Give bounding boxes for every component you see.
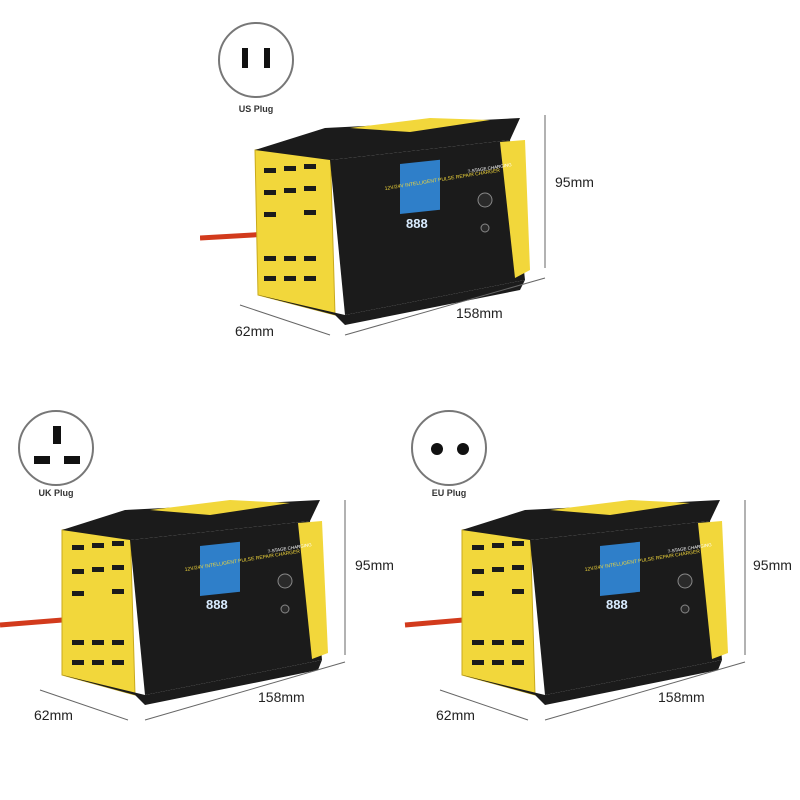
stage-label: 7-STAGE CHARGING	[467, 162, 512, 174]
plug-label: US Plug	[238, 104, 274, 114]
product-panel-eu: EU Plug 888 12V/24V INTELLIGENT PULSE RE…	[400, 400, 800, 800]
charger-image: 888 12V/24V INTELLIGENT PULSE REPAIR CHA…	[404, 500, 728, 705]
lcd-digits: 888	[206, 597, 228, 612]
height-label: 95mm	[753, 557, 792, 573]
length-label: 158mm	[658, 689, 705, 705]
height-label: 95mm	[555, 174, 594, 190]
plug-label: UK Plug	[38, 488, 74, 498]
product-panel-uk: UK Plug 888 12V/24V INTELLIGENT PULSE RE…	[0, 400, 400, 800]
product-panel-us: US Plug 888 12V/24V INTELLIGENT PULSE RE…	[0, 0, 800, 360]
depth-label: 62mm	[436, 707, 475, 723]
us-plug-icon	[218, 22, 294, 98]
length-label: 158mm	[456, 305, 503, 321]
charger-image: 888 12V/24V INTELLIGENT PULSE REPAIR CHA…	[200, 118, 530, 325]
uk-plug-icon	[18, 410, 94, 486]
dimension-lines	[439, 500, 746, 721]
height-label: 95mm	[355, 557, 394, 573]
stage-label: 7-STAGE CHARGING	[267, 542, 312, 554]
dimension-lines	[39, 500, 346, 721]
depth-label: 62mm	[235, 323, 274, 339]
lcd-digits: 888	[406, 216, 428, 231]
mode-button-icon	[477, 192, 493, 208]
length-label: 158mm	[258, 689, 305, 705]
mode-button-icon	[677, 573, 693, 589]
lcd-digits: 888	[606, 597, 628, 612]
charger-image: 888 12V/24V INTELLIGENT PULSE REPAIR CHA…	[0, 500, 328, 705]
stage-label: 7-STAGE CHARGING	[667, 542, 712, 554]
depth-label: 62mm	[34, 707, 73, 723]
eu-plug-icon	[411, 410, 487, 486]
mode-button-icon	[277, 573, 293, 589]
dimension-lines	[239, 115, 546, 336]
plug-label: EU Plug	[431, 488, 467, 498]
